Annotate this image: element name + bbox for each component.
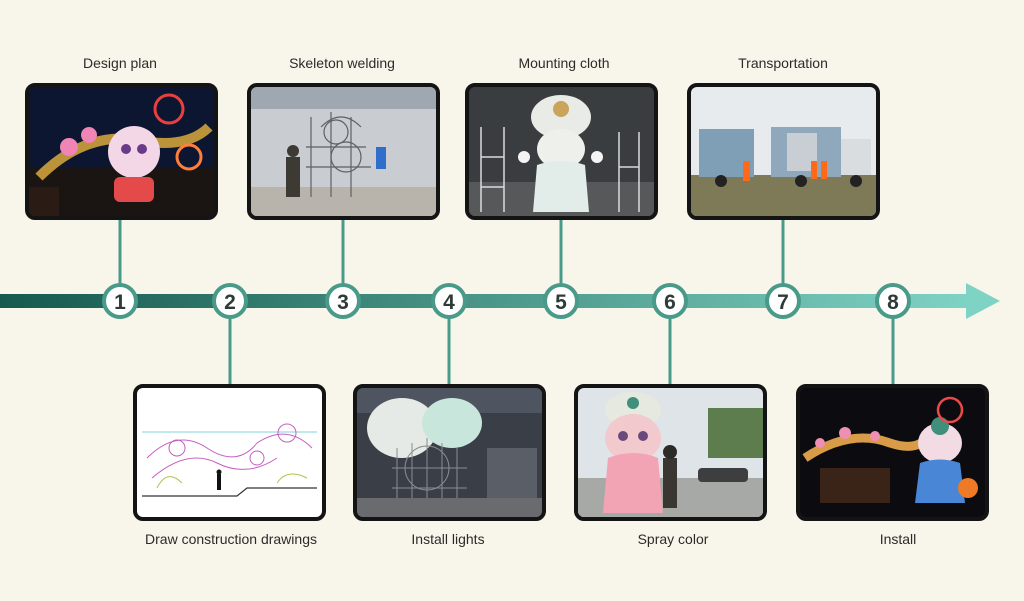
step-badge-5: 5: [543, 283, 579, 319]
timeline-arrowhead: [966, 283, 1000, 319]
photo-construction-drawings: [133, 384, 326, 521]
step-number-6: 6: [664, 291, 676, 314]
step-label-8: Install: [879, 531, 917, 547]
step-badge-8: 8: [875, 283, 911, 319]
photo-install-lights: [353, 384, 546, 521]
step-badge-7: 7: [765, 283, 801, 319]
photo-transportation: [687, 83, 880, 220]
step-number-2: 2: [224, 291, 236, 314]
step-label-1: Design plan: [83, 55, 157, 71]
photo-design-plan: [25, 83, 218, 220]
step-badge-1: 1: [102, 283, 138, 319]
photo-install: [796, 384, 989, 521]
step-number-3: 3: [337, 291, 349, 314]
step-badges: 1 2 3 4 5 6 7 8: [102, 283, 911, 319]
step-badge-4: 4: [431, 283, 467, 319]
photo-skeleton-welding: [247, 83, 440, 220]
step-label-7: Transportation: [738, 55, 828, 71]
step-number-1: 1: [114, 291, 126, 314]
step-label-5: Mounting cloth: [518, 55, 610, 71]
step-number-7: 7: [777, 291, 789, 314]
step-label-2: Draw construction drawings: [145, 531, 317, 547]
step-number-5: 5: [555, 291, 567, 314]
connector-lines: [118, 220, 895, 384]
step-label-6: Spray color: [637, 531, 709, 547]
step-number-4: 4: [443, 291, 455, 314]
step-label-4: Install lights: [411, 531, 485, 547]
step-badge-6: 6: [652, 283, 688, 319]
step-badge-3: 3: [325, 283, 361, 319]
timeline-axis: [0, 294, 970, 308]
step-badge-2: 2: [212, 283, 248, 319]
photo-mounting-cloth: [465, 83, 658, 220]
step-label-3: Skeleton welding: [289, 55, 395, 71]
step-number-8: 8: [887, 291, 899, 314]
photo-spray-color: [574, 384, 767, 521]
